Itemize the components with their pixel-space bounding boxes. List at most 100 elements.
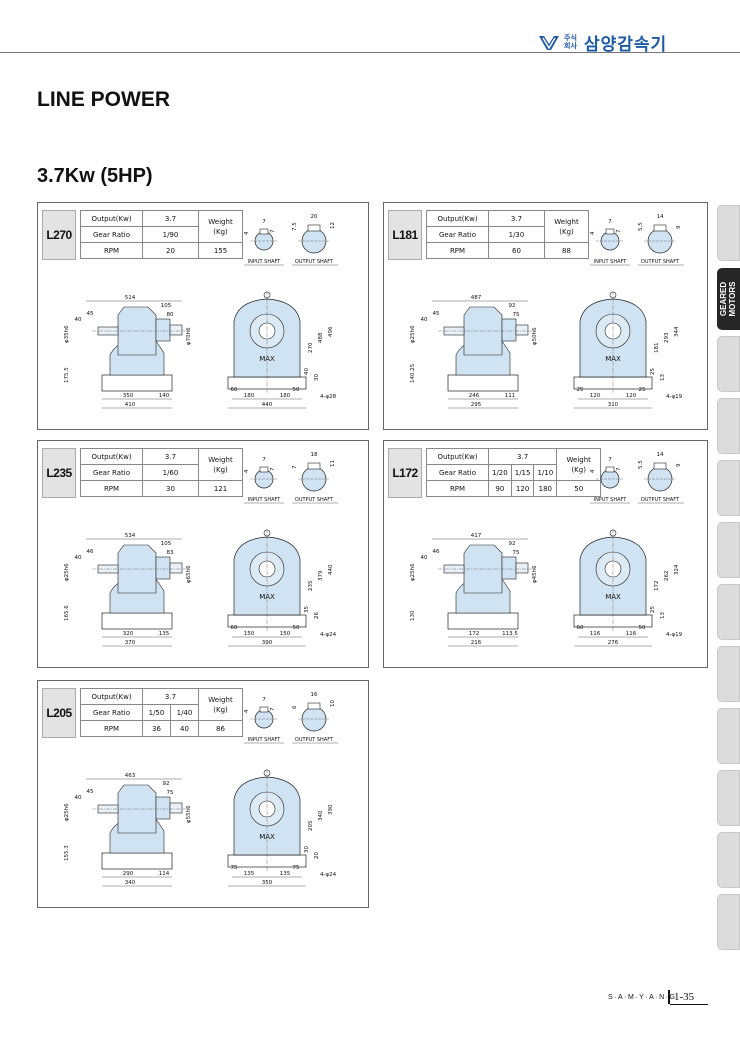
front-foot-left: 60 bbox=[231, 387, 238, 393]
side-output-flange bbox=[155, 318, 171, 342]
side-dim-1: 92 bbox=[509, 303, 516, 309]
side-dim-2: 83 bbox=[167, 550, 174, 556]
side-tab-8[interactable] bbox=[717, 646, 740, 702]
side-base bbox=[447, 374, 519, 392]
weight-unit: (Kg) bbox=[559, 227, 574, 236]
weight-unit: (Kg) bbox=[213, 705, 228, 714]
output-key bbox=[307, 702, 321, 710]
front-half-width-left: 116 bbox=[590, 631, 601, 637]
max-label: MAX bbox=[605, 355, 621, 363]
side-tab-5[interactable] bbox=[717, 460, 740, 516]
side-output-shaft bbox=[515, 324, 529, 336]
side-tab-7[interactable] bbox=[717, 584, 740, 640]
front-overall-width: 310 bbox=[608, 402, 619, 408]
input-key-depth: 4 bbox=[590, 231, 596, 235]
side-tab-6[interactable] bbox=[717, 522, 740, 578]
side-output-flange bbox=[501, 318, 517, 342]
side-tab-12[interactable] bbox=[717, 894, 740, 950]
front-total-height: 390 bbox=[328, 804, 334, 815]
side-total-length: 534 bbox=[125, 533, 136, 539]
side-output-flange bbox=[501, 556, 517, 580]
side-base-offset: 114 bbox=[159, 871, 170, 877]
front-total-height: 440 bbox=[328, 564, 334, 575]
side-tab-11[interactable] bbox=[717, 832, 740, 888]
side-tab-3[interactable] bbox=[717, 336, 740, 392]
side-base-length: 290 bbox=[123, 871, 134, 877]
output-key-height: 11 bbox=[330, 460, 336, 467]
front-mounting-holes: 4-φ24 bbox=[320, 872, 337, 878]
side-tab-1[interactable] bbox=[717, 205, 740, 261]
input-key-width: 7 bbox=[608, 457, 612, 463]
side-input-diameter: φ25h6 bbox=[410, 325, 416, 343]
side-base bbox=[101, 374, 173, 392]
weight-header: Weight(Kg) bbox=[544, 210, 589, 243]
side-tab-4[interactable] bbox=[717, 398, 740, 454]
side-tab-label-line2: MOTORS bbox=[728, 281, 737, 317]
max-label: MAX bbox=[259, 833, 275, 841]
input-key bbox=[259, 466, 269, 473]
side-shaft-height: 165.6 bbox=[64, 605, 70, 621]
front-total-height: 496 bbox=[328, 326, 334, 337]
side-tab-10[interactable] bbox=[717, 770, 740, 826]
output-key-depth: 5.5 bbox=[638, 222, 644, 231]
side-dim-4: 40 bbox=[75, 795, 82, 801]
side-overall-length: 340 bbox=[125, 880, 136, 886]
input-key-width: 7 bbox=[262, 697, 266, 703]
side-dim-3: 46 bbox=[87, 549, 94, 555]
front-foot-right: 50 bbox=[293, 387, 300, 393]
side-overall-length: 370 bbox=[125, 640, 136, 646]
input-key-height: 7 bbox=[616, 467, 622, 471]
side-input-diameter: φ25h6 bbox=[410, 563, 416, 581]
side-tab-9[interactable] bbox=[717, 708, 740, 764]
input-shaft-caption: INPUT SHAFT bbox=[594, 259, 628, 265]
side-dim-3: 46 bbox=[433, 549, 440, 555]
side-dim-4: 40 bbox=[421, 555, 428, 561]
footer-separator bbox=[668, 990, 670, 1004]
side-total-length: 514 bbox=[125, 295, 136, 301]
weight-unit: (Kg) bbox=[213, 227, 228, 236]
weight-header: Weight(Kg) bbox=[198, 688, 243, 721]
side-dim-1: 92 bbox=[509, 541, 516, 547]
output-shaft-caption: OUTPUT SHAFT bbox=[295, 737, 334, 743]
output-key-height: 10 bbox=[330, 700, 336, 707]
front-foot-left: 60 bbox=[577, 625, 584, 631]
front-base-thickness: 13 bbox=[660, 374, 666, 381]
input-key-width: 7 bbox=[262, 457, 266, 463]
page-subtitle: 3.7Kw (5HP) bbox=[37, 165, 153, 187]
front-center-height: 270 bbox=[308, 342, 314, 353]
side-base-length: 246 bbox=[469, 393, 480, 399]
side-dim-2: 75 bbox=[513, 312, 520, 318]
front-mounting-holes: 4-φ19 bbox=[666, 632, 683, 638]
side-shaft-height: 155.3 bbox=[64, 845, 70, 861]
weight-label: Weight bbox=[208, 695, 233, 704]
side-dim-3: 45 bbox=[87, 311, 94, 317]
front-base-height: 35 bbox=[304, 606, 310, 613]
input-key-depth: 4 bbox=[244, 231, 250, 235]
front-overall-width: 350 bbox=[262, 880, 273, 886]
side-shaft-height: 140.25 bbox=[410, 363, 416, 383]
side-output-shaft bbox=[169, 562, 183, 574]
input-key-height: 7 bbox=[270, 707, 276, 711]
side-dim-1: 105 bbox=[161, 303, 172, 309]
front-half-width-right: 135 bbox=[280, 871, 291, 877]
side-tab-label: GEARED MOTORS bbox=[703, 279, 740, 319]
side-output-diameter: φ45h6 bbox=[532, 565, 538, 583]
front-total-height: 344 bbox=[674, 326, 680, 337]
side-dim-4: 40 bbox=[75, 555, 82, 561]
side-tab-label-line1: GEARED bbox=[719, 281, 728, 317]
output-key-width: 16 bbox=[311, 692, 318, 698]
side-overall-length: 216 bbox=[471, 640, 482, 646]
input-shaft-caption: INPUT SHAFT bbox=[248, 737, 282, 743]
gear-ratio-value: 1/40 bbox=[170, 704, 199, 721]
side-output-flange bbox=[155, 556, 171, 580]
max-label: MAX bbox=[259, 593, 275, 601]
side-output-diameter: φ50h6 bbox=[532, 327, 538, 345]
front-overall-width: 390 bbox=[262, 640, 273, 646]
front-height-2: 340 bbox=[318, 810, 324, 821]
output-key-width: 18 bbox=[311, 452, 318, 458]
front-half-width-right: 150 bbox=[280, 631, 291, 637]
front-center-height: 205 bbox=[308, 820, 314, 831]
max-label: MAX bbox=[605, 593, 621, 601]
